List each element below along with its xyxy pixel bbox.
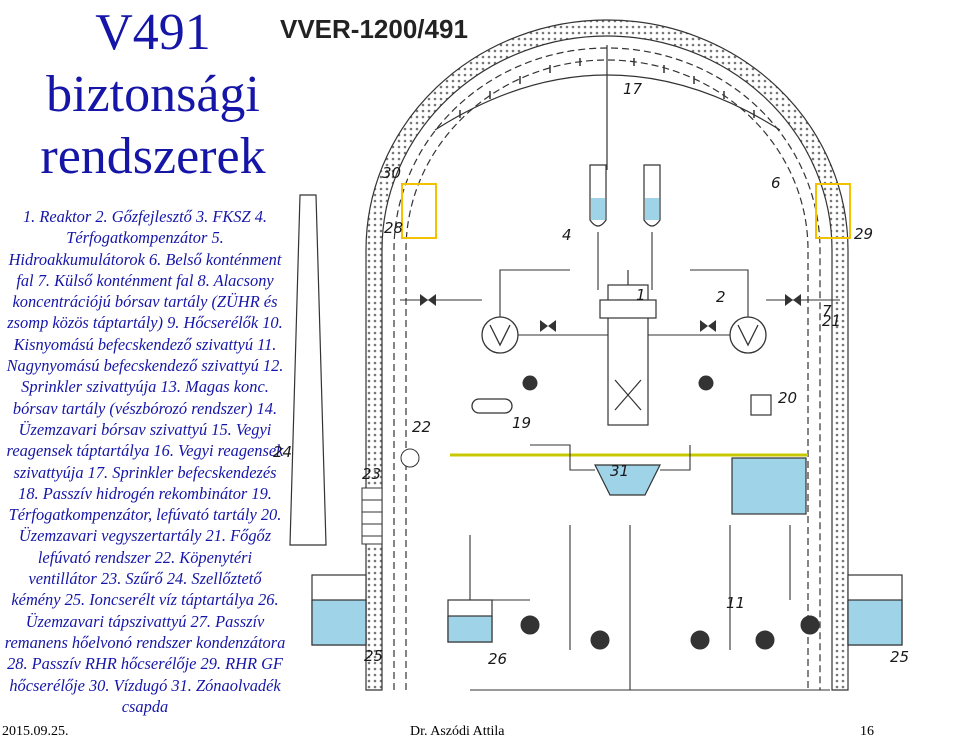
label-19: 19 [512, 414, 531, 432]
label-25-left: 25 [364, 647, 383, 665]
piping [400, 232, 840, 691]
valves [420, 294, 801, 332]
component-labels: 1 2 4 6 7 11 17 19 20 21 22 23 24 25 25 … [273, 80, 909, 668]
passive-rhr-units [401, 183, 851, 239]
label-26: 26 [488, 650, 507, 668]
slide-title: V491 biztonsági rendszerek [40, 4, 266, 185]
chemical-tank [750, 394, 772, 416]
footer-author: Dr. Aszódi Attila [410, 724, 505, 739]
pumps [460, 375, 820, 650]
label-20: 20 [778, 389, 797, 407]
relief-tank [471, 398, 513, 414]
label-17: 17 [623, 80, 643, 98]
label-29: 29 [854, 225, 873, 243]
label-11: 11 [726, 594, 745, 612]
label-24: 24 [273, 443, 292, 461]
diagram-title: VVER-1200/491 [280, 14, 468, 44]
containment-fan [400, 448, 420, 468]
vver-safety-systems-diagram: VVER-1200/491 [273, 14, 909, 691]
label-23: 23 [362, 465, 381, 483]
label-22: 22 [412, 418, 431, 436]
sump-pool [731, 457, 807, 515]
footer-date: 2015.09.25. [2, 724, 69, 739]
footer-page-number: 16 [860, 724, 874, 739]
ventilation-stack [289, 194, 327, 546]
label-2: 2 [716, 288, 726, 306]
label-28: 28 [384, 219, 403, 237]
label-31: 31 [610, 462, 629, 480]
label-7: 7 [822, 302, 832, 320]
storage-tanks [311, 574, 903, 646]
hydroaccumulators [589, 164, 661, 227]
sprinkler-header [434, 45, 781, 170]
label-4: 4 [562, 226, 572, 244]
label-25-right: 25 [890, 648, 909, 666]
label-1: 1 [636, 286, 646, 304]
label-21: 21 [822, 312, 841, 330]
outer-containment-wall [365, 19, 849, 691]
sprinkler-nozzles [459, 58, 755, 118]
core-catcher [594, 464, 661, 496]
filter [361, 487, 383, 545]
label-30: 30 [382, 164, 401, 182]
component-legend: 1. Reaktor 2. Gőzfejlesztő 3. FKSZ 4. Té… [4, 207, 286, 716]
reactor [599, 270, 657, 426]
label-6: 6 [771, 174, 781, 192]
